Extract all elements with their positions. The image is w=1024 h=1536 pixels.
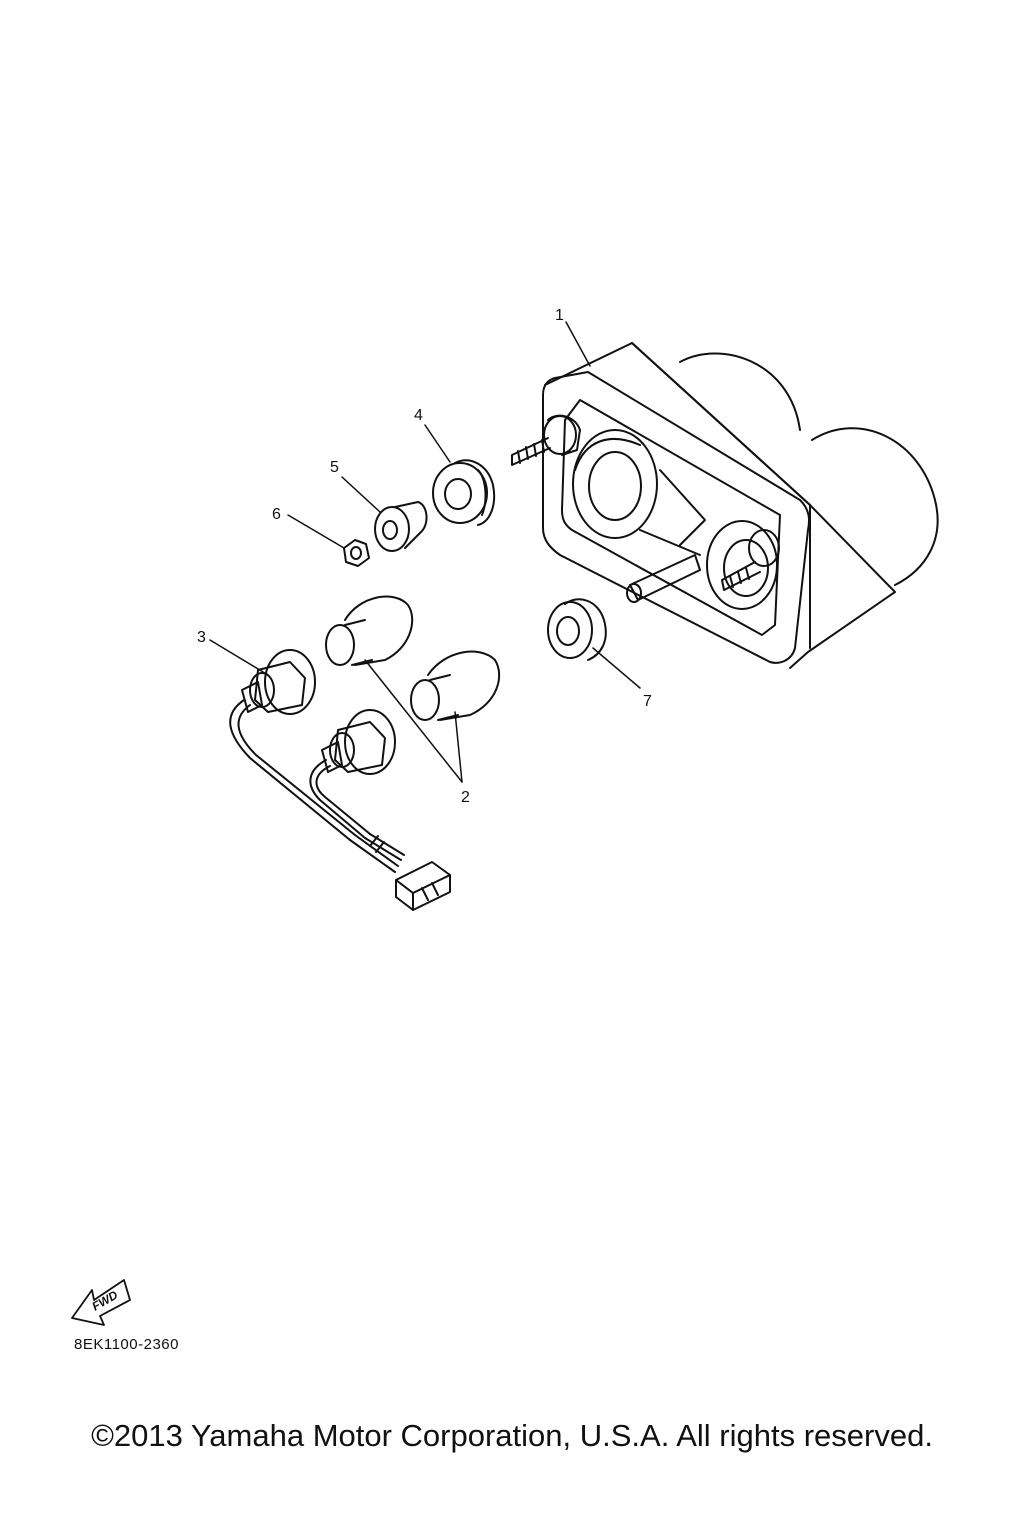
callout-6: 6 <box>272 506 281 523</box>
callout-4: 4 <box>414 407 423 424</box>
leader-lines <box>209 321 641 783</box>
damper-part-7 <box>547 598 607 661</box>
diagram-reference-code: 8EK1100-2360 <box>74 1336 179 1353</box>
callout-labels: 1 2 3 4 5 6 7 <box>197 307 652 806</box>
callout-7: 7 <box>643 693 652 710</box>
tail-light-housing <box>511 342 939 669</box>
callout-2: 2 <box>461 789 470 806</box>
fwd-arrow-icon: FWD <box>71 1279 131 1326</box>
nut-part-6 <box>343 539 370 567</box>
grommet-part-4 <box>432 459 496 526</box>
bulb-upper-part-2 <box>325 595 414 666</box>
copyright-notice: ©2013 Yamaha Motor Corporation, U.S.A. A… <box>91 1418 933 1453</box>
bulb-lower-part-2 <box>410 650 500 721</box>
fwd-arrow-label: FWD <box>90 1288 121 1314</box>
callout-5: 5 <box>330 459 339 476</box>
callout-3: 3 <box>197 629 206 646</box>
socket-harness-part-3 <box>229 649 451 911</box>
callout-1: 1 <box>555 307 564 324</box>
collar-part-5 <box>374 501 428 552</box>
